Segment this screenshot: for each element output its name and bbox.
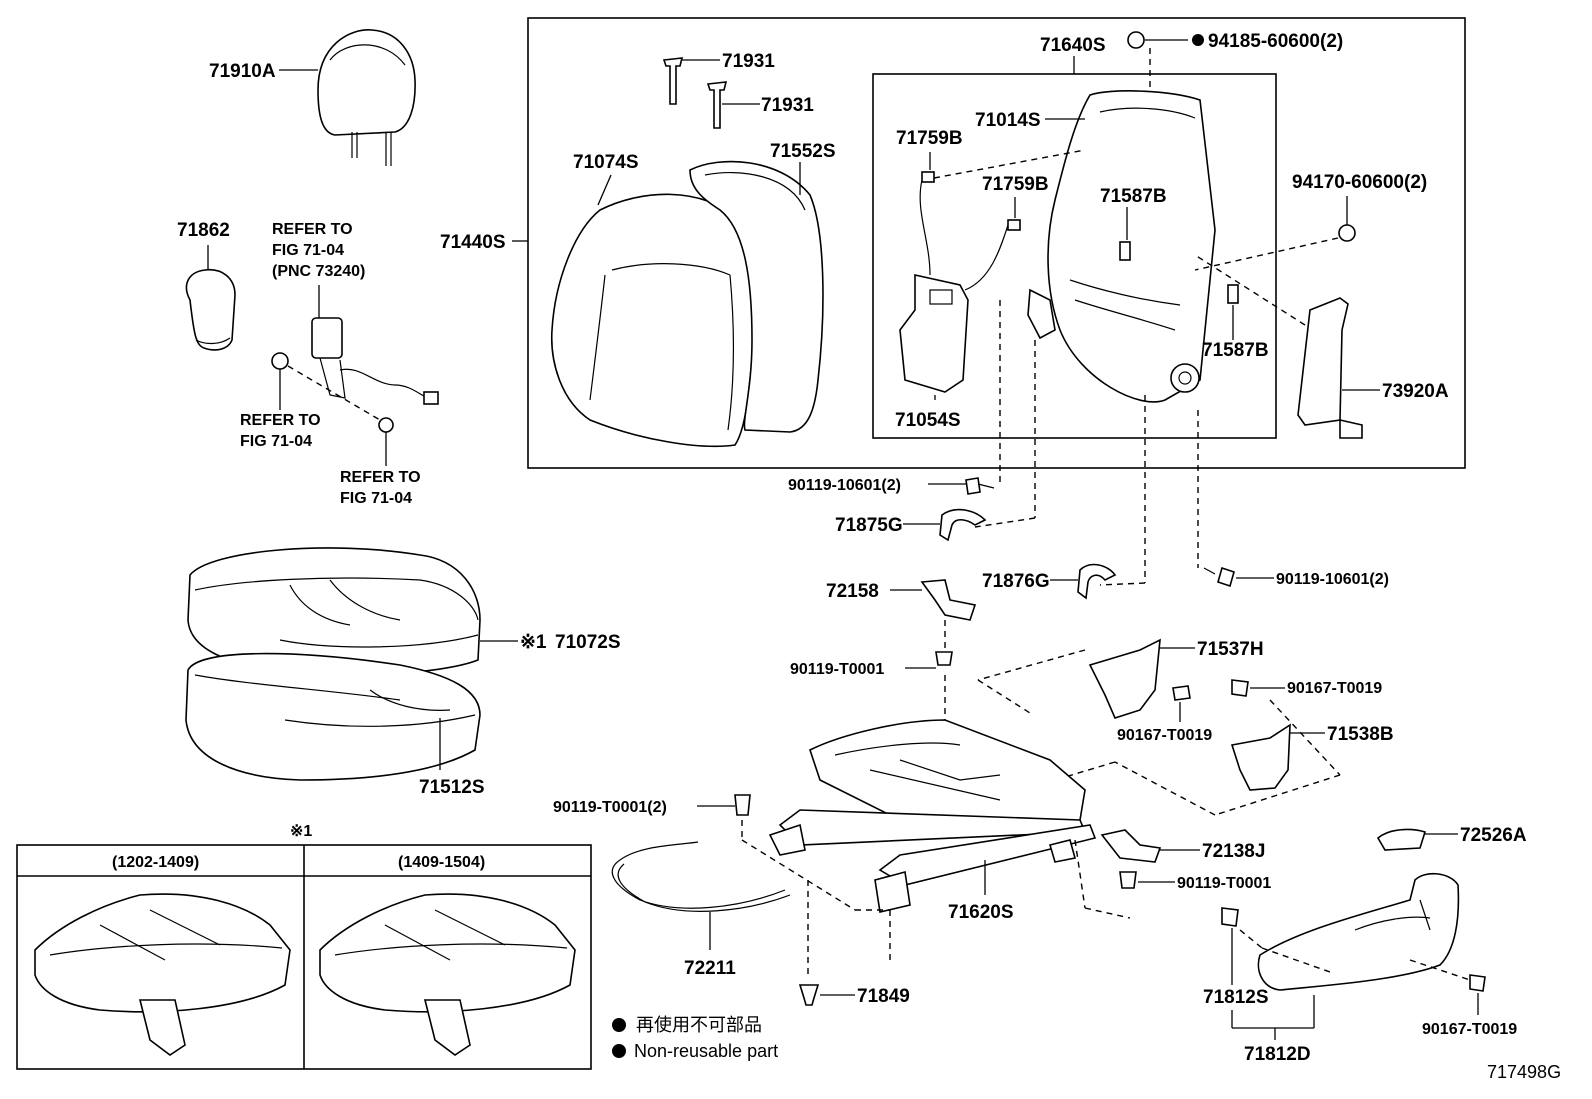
svg-text:71587B: 71587B (1202, 340, 1269, 361)
svg-text:72211: 72211 (684, 958, 736, 979)
svg-text:71931: 71931 (722, 51, 775, 72)
svg-text:94170-60600(2): 94170-60600(2) (1292, 172, 1427, 193)
wire[interactable] (619, 841, 699, 861)
legend-bullet-en (612, 1044, 626, 1058)
svg-text:71812D: 71812D (1244, 1044, 1311, 1065)
inset-col1: (1202-1409) (112, 854, 199, 871)
bolt-icon[interactable] (734, 794, 751, 816)
bolt-icon[interactable] (1203, 566, 1235, 588)
bolt-icon[interactable] (935, 651, 953, 666)
svg-text:71849: 71849 (857, 986, 910, 1007)
cushion-pad[interactable] (185, 652, 481, 781)
bracket[interactable] (920, 579, 977, 621)
screw-icon[interactable] (1469, 974, 1486, 992)
cover-b[interactable] (1230, 723, 1291, 791)
lumbar-support[interactable] (899, 171, 1021, 393)
inset-col2: (1409-1504) (398, 854, 485, 871)
svg-text:71072S: 71072S (555, 632, 621, 653)
svg-text:90167-T0019: 90167-T0019 (1287, 680, 1382, 697)
wire-clip-icon[interactable] (1119, 241, 1131, 261)
svg-text:71759B: 71759B (896, 128, 963, 149)
screw-icon[interactable] (1221, 907, 1239, 927)
label-headrest-support: 71862 (177, 220, 230, 241)
inset-cushion-1 (34, 893, 291, 1056)
svg-text:71759B: 71759B (982, 174, 1049, 195)
seatback-frame[interactable] (1027, 90, 1216, 403)
svg-text:90167-T0019: 90167-T0019 (1422, 1021, 1517, 1038)
bolt-icon[interactable] (965, 477, 995, 495)
screw-icon[interactable] (1172, 685, 1191, 701)
wire-clip-icon[interactable] (1227, 284, 1239, 304)
svg-text:90119-T0001: 90119-T0001 (790, 661, 884, 678)
cushion-cover[interactable] (187, 547, 481, 676)
svg-text:REFER TO: REFER TO (272, 221, 353, 238)
adjuster-knob[interactable] (1376, 828, 1427, 851)
svg-text:73920A: 73920A (1382, 381, 1449, 402)
cover-h[interactable] (1088, 638, 1161, 719)
svg-text:90119-T0001(2): 90119-T0001(2) (553, 799, 667, 816)
label-cushion-pad: 71512S (419, 777, 485, 798)
svg-text:90167-T0019: 90167-T0019 (1117, 727, 1212, 744)
screw-icon[interactable] (1231, 679, 1249, 697)
cap-icon[interactable] (798, 984, 820, 1006)
seatbelt-buckle (271, 317, 439, 433)
label-lumbar: 71054S (895, 410, 961, 431)
svg-text:71812S: 71812S (1203, 987, 1269, 1008)
seatback-board[interactable] (1297, 297, 1363, 439)
legend-bullet-jp (612, 1018, 626, 1032)
nut-icon[interactable] (1127, 31, 1145, 49)
svg-text:(PNC 73240): (PNC 73240) (272, 263, 365, 280)
svg-text:90119-10601(2): 90119-10601(2) (1276, 571, 1389, 588)
seatback-cover[interactable] (550, 193, 758, 448)
seatback-pad[interactable] (689, 160, 824, 433)
label-seatback-cover: 71074S (573, 152, 639, 173)
diagram-id: 717498G (1487, 1062, 1561, 1082)
svg-text:90119-10601(2): 90119-10601(2) (788, 477, 901, 494)
svg-text:72158: 72158 (826, 581, 879, 602)
cover-g[interactable] (939, 508, 987, 542)
svg-text:FIG 71-04: FIG 71-04 (340, 490, 412, 507)
inset-mark: ※1 (290, 823, 312, 840)
non-reusable-marker (1192, 34, 1204, 46)
svg-text:71538B: 71538B (1327, 724, 1394, 745)
label-back-frame: 71640S (1040, 35, 1106, 56)
svg-text:71931: 71931 (761, 95, 814, 116)
svg-text:71875G: 71875G (835, 515, 903, 536)
svg-text:72138J: 72138J (1202, 841, 1265, 862)
legend-en: Non-reusable part (634, 1041, 778, 1061)
bolt-icon[interactable] (1119, 871, 1137, 889)
legend-jp: 再使用不可部品 (636, 1015, 762, 1035)
knob-bracket[interactable] (1100, 829, 1162, 863)
label-frame-sub: 71014S (975, 110, 1041, 131)
svg-text:REFER TO: REFER TO (340, 469, 421, 486)
label-headrest: 71910A (209, 61, 276, 82)
svg-text:71537H: 71537H (1197, 639, 1264, 660)
svg-text:72526A: 72526A (1460, 825, 1527, 846)
nut-icon[interactable] (1338, 224, 1356, 242)
seatback-assembly-frame (527, 17, 1466, 469)
label-cushion-cover: ※1 (520, 632, 547, 653)
headrest-guide[interactable] (662, 57, 728, 129)
headrest-support[interactable] (185, 269, 236, 351)
svg-text:FIG 71-04: FIG 71-04 (272, 242, 344, 259)
seat-adjuster[interactable] (768, 719, 1097, 913)
headrest[interactable] (317, 29, 416, 166)
svg-text:90119-T0001: 90119-T0001 (1177, 875, 1271, 892)
label-seatback-assy: 71440S (440, 232, 506, 253)
svg-text:71876G: 71876G (982, 571, 1050, 592)
svg-text:REFER TO: REFER TO (240, 412, 321, 429)
cover-g2[interactable] (1077, 563, 1117, 600)
label-adjuster: 71620S (948, 902, 1014, 923)
inset-cushion-2 (319, 893, 576, 1056)
label-seatback-pad: 71552S (770, 141, 836, 162)
svg-text:71587B: 71587B (1100, 186, 1167, 207)
svg-text:FIG 71-04: FIG 71-04 (240, 433, 312, 450)
seat-shield[interactable] (1257, 872, 1460, 991)
svg-text:94185-60600(2): 94185-60600(2) (1208, 31, 1343, 52)
